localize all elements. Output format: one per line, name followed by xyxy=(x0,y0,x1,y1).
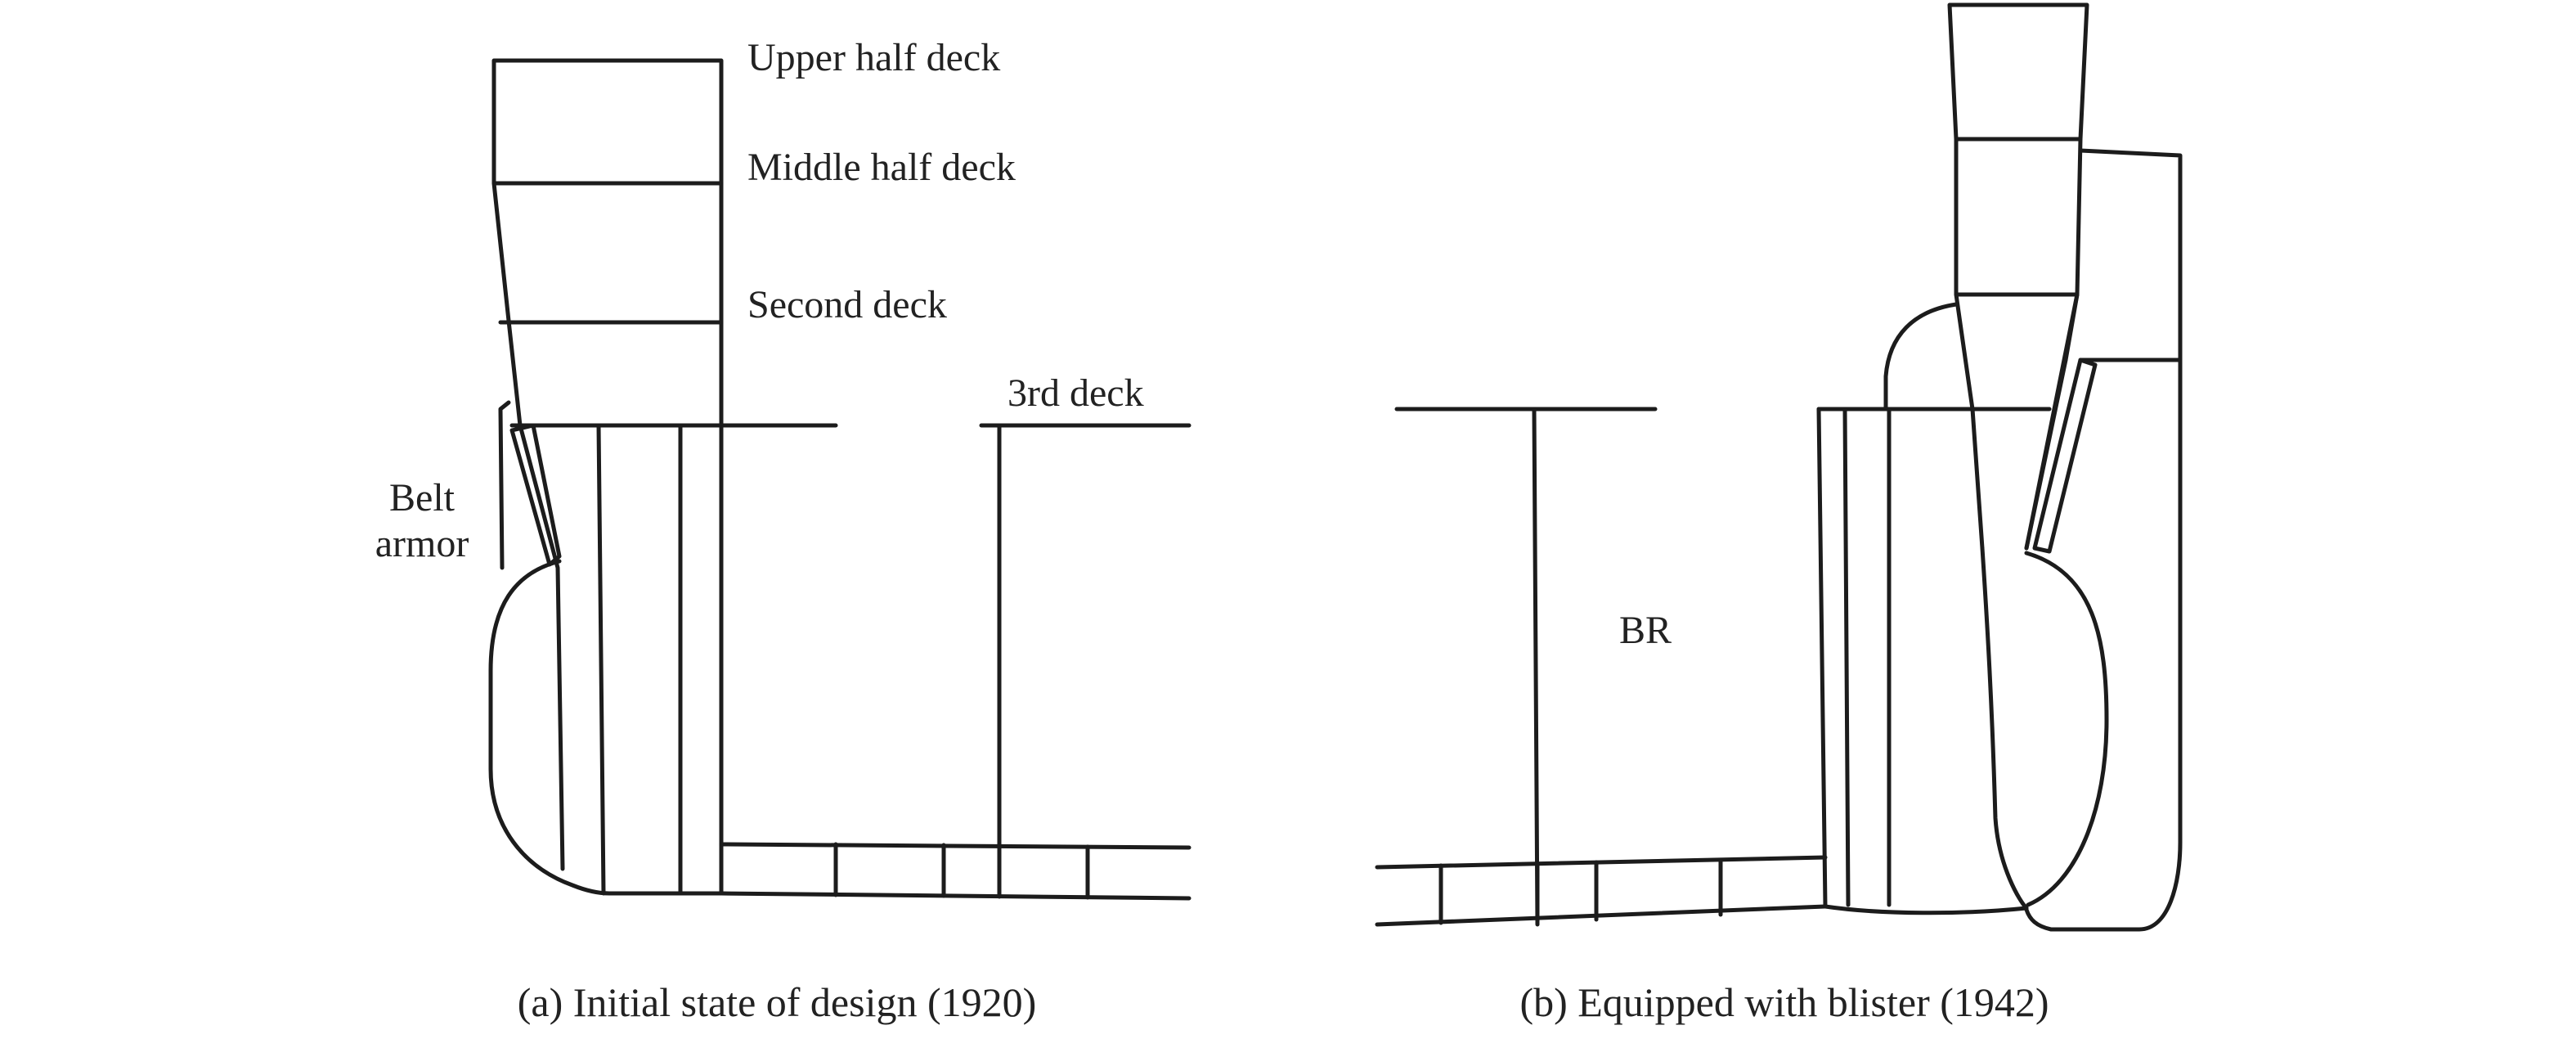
panel-a-hull-side xyxy=(498,400,565,871)
panel-a-label-third-deck: 3rd deck xyxy=(1008,371,1144,415)
panel-b-side-box xyxy=(2024,148,2183,932)
panel-a-superstructure xyxy=(491,58,724,428)
panel-b-double-bottom xyxy=(1375,855,1828,927)
panel-a-label-second-deck: Second deck xyxy=(747,283,947,326)
panel-b-caption: (b) Equipped with blister (1942) xyxy=(1519,979,2049,1025)
panel-b-bulkhead-1 xyxy=(1842,407,1851,907)
panel-b-drawing: BR (b) Equipped with blister (1942) xyxy=(1375,2,2183,1025)
panel-a-double-bottom xyxy=(719,842,1192,901)
panel-b-blister-top xyxy=(1816,302,1959,909)
panel-b-belt-armor xyxy=(2032,358,2098,554)
panel-a-label-upper-half-deck: Upper half deck xyxy=(747,36,1000,79)
panel-a-drawing: Upper half deck Middle half deck Second … xyxy=(375,36,1192,1025)
panel-b-bulge xyxy=(1980,546,2109,911)
panel-b-center-bulkhead xyxy=(1532,407,1540,927)
panel-a-bulge xyxy=(488,559,724,896)
panel-a-bulkhead-1 xyxy=(596,423,606,896)
panel-b-bottom-curve xyxy=(1823,904,2029,915)
panel-a-label-armor: armor xyxy=(375,522,469,565)
panel-a-caption: (a) Initial state of design (1920) xyxy=(518,979,1037,1025)
panel-a-belt-armor xyxy=(509,423,562,567)
panel-b-belt-outer xyxy=(2024,358,2068,551)
panel-a-label-middle-half-deck: Middle half deck xyxy=(747,146,1016,189)
panel-a-label-belt: Belt xyxy=(389,476,456,520)
panel-b-label-br: BR xyxy=(1619,609,1672,652)
panel-b-superstructure xyxy=(1947,2,2089,551)
